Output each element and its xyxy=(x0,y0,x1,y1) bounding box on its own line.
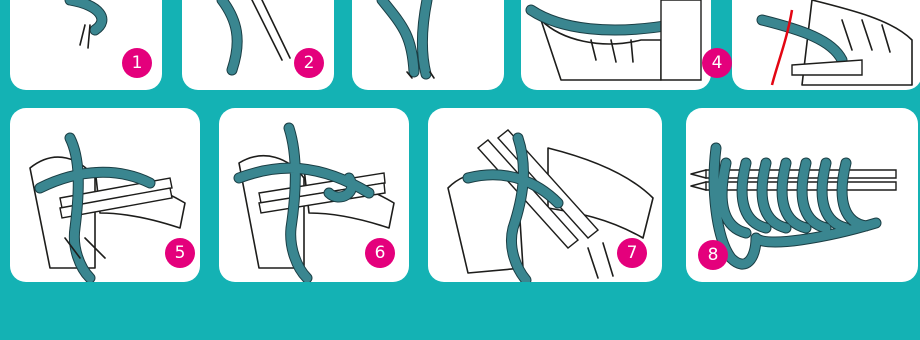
step-panel-1: 1 xyxy=(10,0,162,90)
step-badge-5: 5 xyxy=(165,238,195,268)
step-panel-3: 3 xyxy=(352,0,504,90)
step-badge-7: 7 xyxy=(617,238,647,268)
step-panel-6: 6 xyxy=(219,108,409,282)
step-panel-4b xyxy=(732,0,920,90)
step-badge-4: 4 xyxy=(702,48,732,78)
step-panel-4a xyxy=(521,0,711,90)
step-badge-8: 8 xyxy=(698,240,728,270)
step-badge-6: 6 xyxy=(365,238,395,268)
step-panel-8: 8 xyxy=(686,108,918,282)
step-panel-5: 5 xyxy=(10,108,200,282)
step-3-illustration xyxy=(352,0,504,90)
step-badge-1: 1 xyxy=(122,48,152,78)
step-panel-2: 2 xyxy=(182,0,334,90)
step-badge-2: 2 xyxy=(294,48,324,78)
step-panel-7: 7 xyxy=(428,108,662,282)
step-4-illustration-right xyxy=(732,0,920,90)
step-4-illustration-left xyxy=(521,0,711,90)
